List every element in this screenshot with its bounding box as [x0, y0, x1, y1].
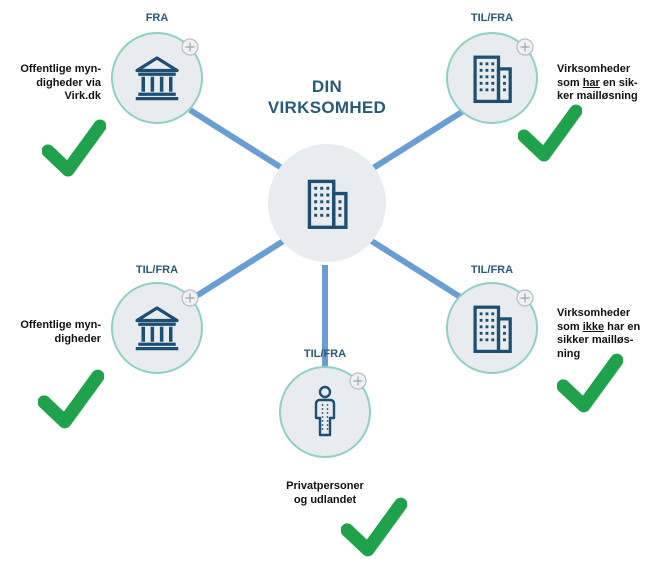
label-line: digheder via	[36, 76, 101, 89]
connectors	[188, 107, 467, 370]
node-public-top[interactable]	[111, 32, 203, 124]
plus-icon[interactable]	[181, 289, 199, 307]
node-public-bottom[interactable]	[111, 282, 203, 374]
label-line: Offentlige myn-	[20, 63, 101, 75]
plus-icon[interactable]	[516, 289, 534, 307]
label-private: Privatpersoner og udlandet	[262, 480, 388, 507]
center-title-line2: VIRKSOMHED	[268, 98, 386, 117]
connector-public-top	[188, 107, 287, 173]
node-secure-companies[interactable]	[446, 32, 538, 124]
center-node	[268, 144, 386, 262]
label-emphasis: ikke	[582, 320, 605, 333]
label-insecure-companies: Virksomheder som ikke har en sikker mail…	[557, 307, 652, 361]
label-line: digheder	[54, 332, 101, 345]
connector-public-bottom	[188, 237, 287, 303]
direction-label-private: TIL/FRA	[304, 348, 346, 360]
checkmark-icon	[347, 504, 401, 549]
direction-label-public-bottom: TIL/FRA	[136, 264, 178, 276]
label-line: Virksomheder	[557, 63, 631, 75]
label-line: Privatpersoner	[286, 480, 364, 492]
plus-icon[interactable]	[181, 38, 199, 56]
checkmark-icon	[44, 376, 98, 421]
plus-icon[interactable]	[516, 38, 534, 56]
label-line-part: som	[557, 76, 583, 89]
label-line: ker mailløsning	[557, 90, 638, 102]
label-line: ning	[557, 347, 581, 360]
label-line: sikker mailløs-	[557, 334, 634, 346]
direction-label-public-top: FRA	[146, 12, 169, 24]
connector-insecure-companies	[368, 237, 467, 303]
label-line: Offentlige myn-	[20, 319, 101, 331]
label-line: og udlandet	[293, 493, 357, 506]
label-line: Virk.dk	[64, 90, 102, 102]
node-private[interactable]	[279, 366, 371, 458]
label-public-top: Offentlige myn- digheder via Virk.dk	[8, 63, 101, 104]
direction-label-insecure-companies: TIL/FRA	[471, 264, 513, 276]
label-line-part: som	[557, 320, 583, 333]
label-public-bottom: Offentlige myn- digheder	[8, 319, 101, 346]
label-secure-companies: Virksomheder som har en sik- ker mailløs…	[557, 63, 652, 104]
center-title-line1: DIN	[312, 77, 342, 96]
checkmark-icon	[48, 126, 100, 170]
label-line: som har en sik-	[557, 77, 652, 91]
checkmark-icon	[524, 111, 576, 155]
checkmark-icon	[563, 360, 617, 405]
label-line-part: en sik-	[599, 76, 638, 89]
direction-label-secure-companies: TIL/FRA	[471, 12, 513, 24]
label-line: Virksomheder	[557, 307, 631, 319]
plus-icon[interactable]	[349, 372, 367, 390]
node-insecure-companies[interactable]	[446, 282, 538, 374]
connector-secure-companies	[368, 107, 467, 173]
label-emphasis: har	[582, 76, 600, 89]
label-line: som ikke har en	[557, 321, 652, 335]
label-line-part: har en	[604, 320, 641, 333]
